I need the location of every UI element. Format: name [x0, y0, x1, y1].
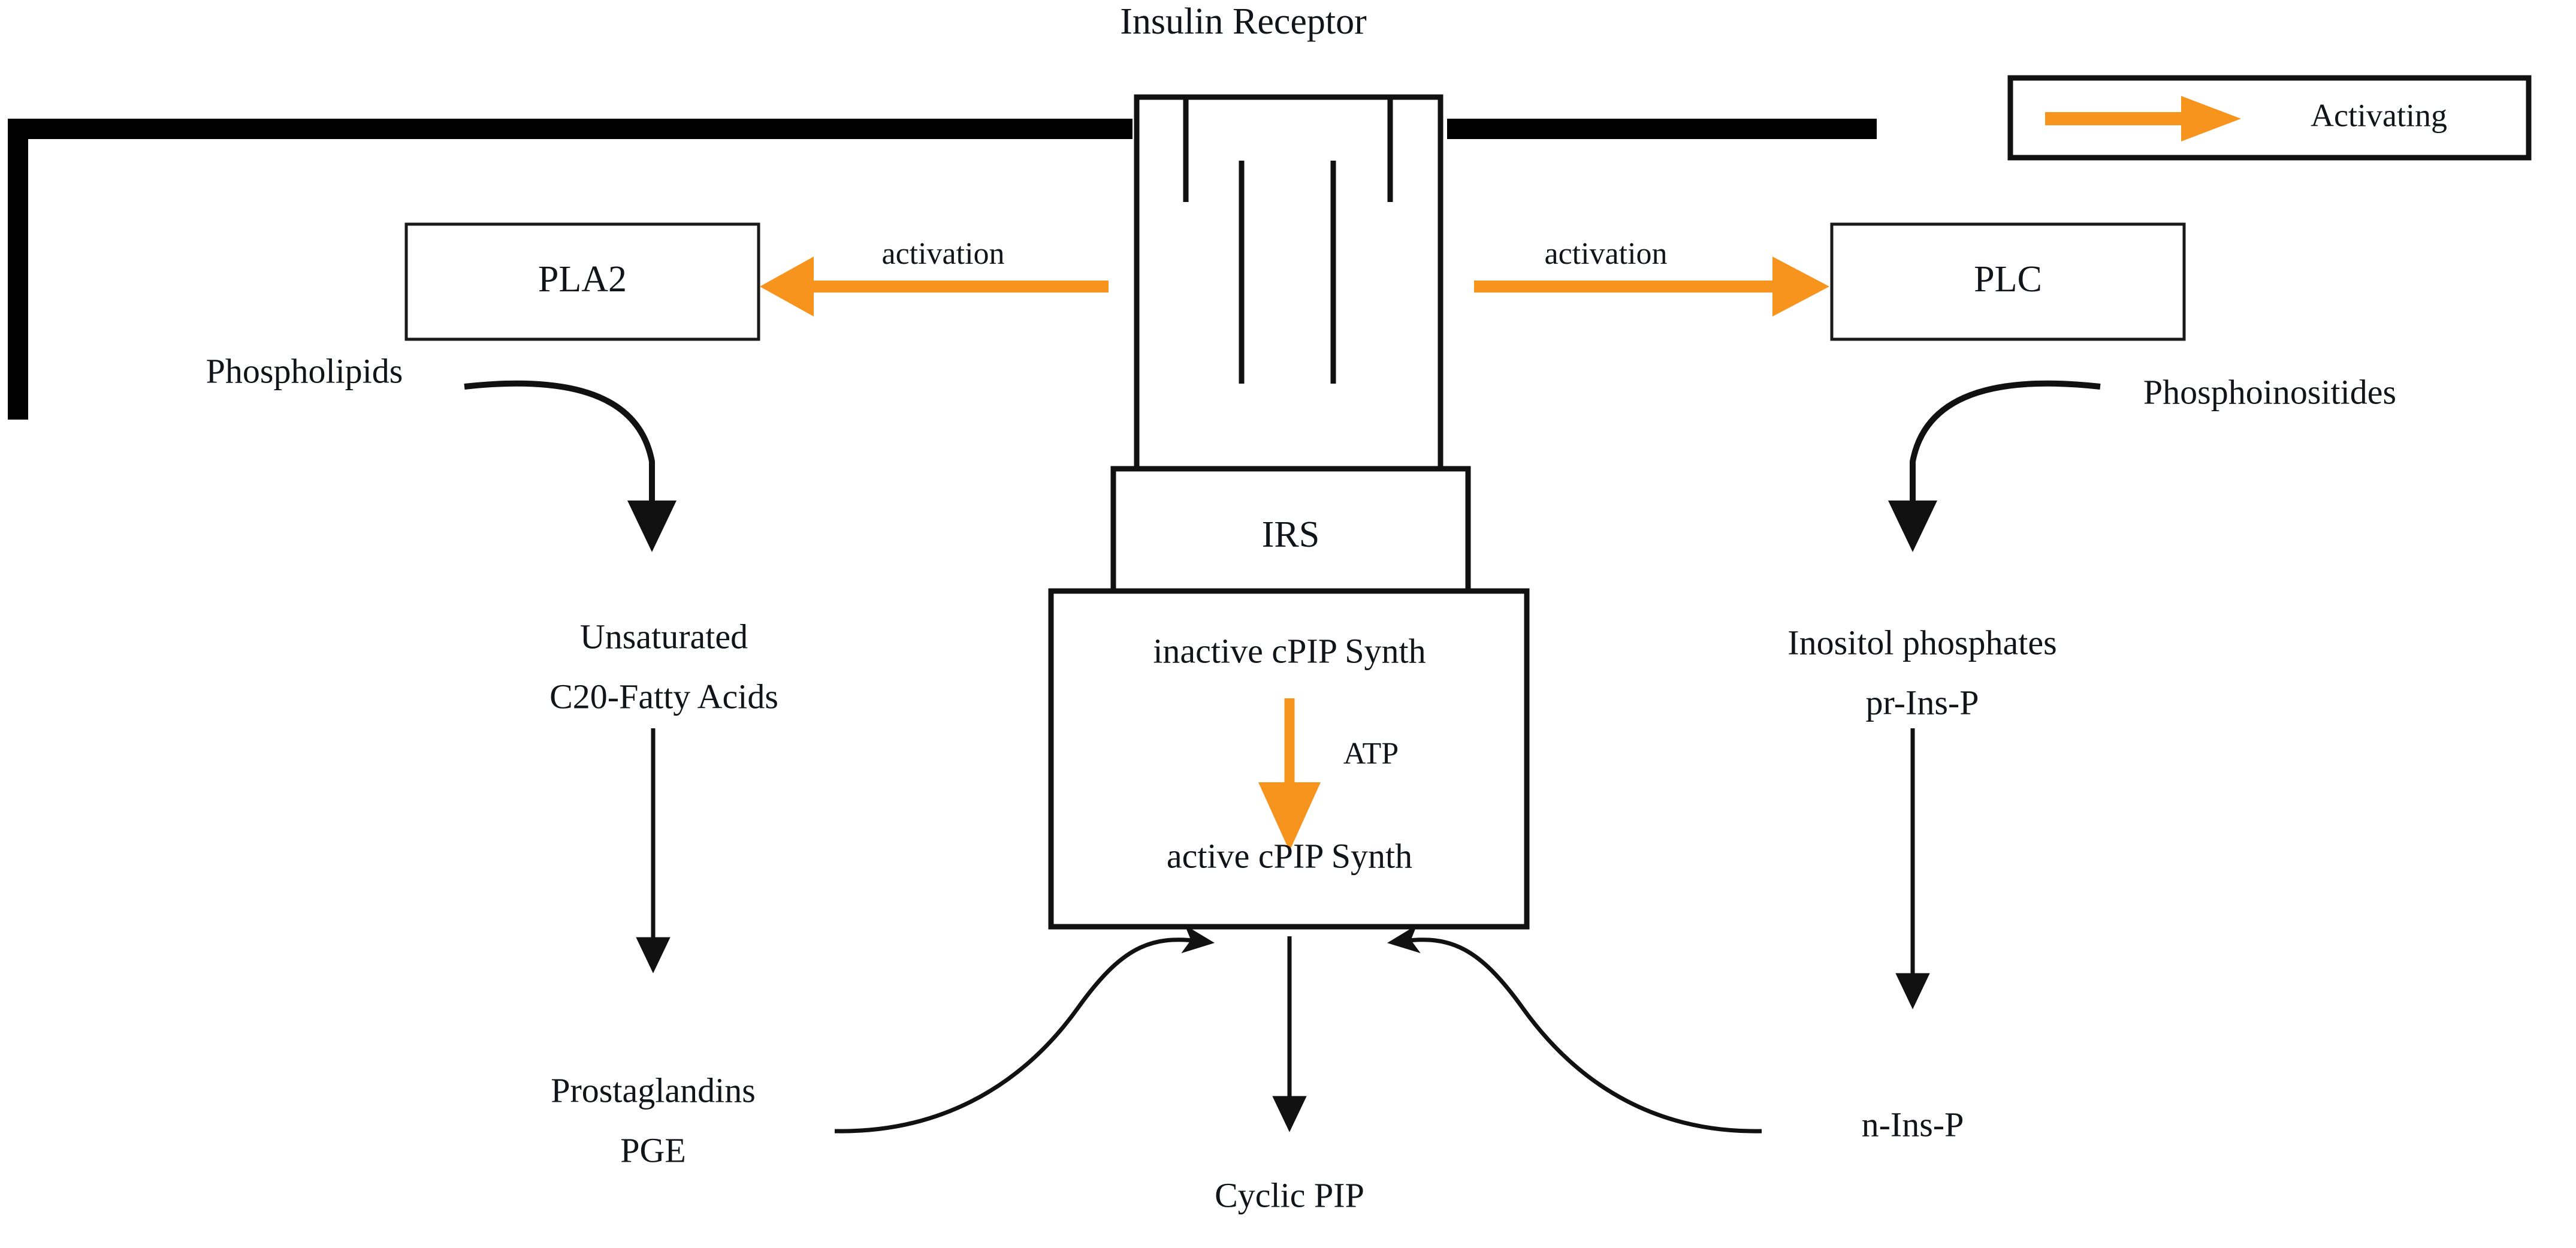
activation-arrow-right-head	[1772, 257, 1829, 316]
legend-arrow-head	[2181, 96, 2241, 141]
plc-label: PLC	[1974, 259, 2042, 300]
activation-label-right: activation	[1544, 237, 1667, 271]
prostaglandins-label-line1: Prostaglandins	[551, 1071, 756, 1110]
plasma-membrane	[8, 119, 1133, 420]
phosphoinositides-label: Phosphoinositides	[2143, 372, 2396, 411]
inositol-phosphates-label-line2: pr-Ins-P	[1866, 683, 1979, 722]
nInsP-feedback-arrow	[1387, 924, 1762, 1134]
inositol-phosphates-label-line1: Inositol phosphates	[1787, 623, 2056, 662]
phosphoinositides-arrow	[1888, 380, 2101, 552]
insulin-receptor-body	[1134, 94, 1443, 496]
pla2-box	[404, 222, 760, 341]
plc-box	[1830, 222, 2186, 341]
cyclic-pip-label: Cyclic PIP	[1215, 1175, 1364, 1214]
irs-label: IRS	[1262, 514, 1319, 555]
pla2-label: PLA2	[538, 259, 627, 300]
legend-label: Activating	[2311, 97, 2447, 133]
atp-arrow-head	[1258, 782, 1321, 851]
prostaglandins-feedback-arrow	[834, 924, 1215, 1134]
page-title: Insulin Receptor	[1120, 1, 1367, 42]
active-cpip-synth-label: active cPIP Synth	[1167, 836, 1412, 875]
unsaturated-label-line1: Unsaturated	[580, 617, 748, 656]
activation-arrow-left-head	[760, 257, 814, 316]
phospholipids-arrow	[464, 380, 677, 552]
unsaturated-label-line2: C20-Fatty Acids	[549, 677, 778, 716]
activation-label-left: activation	[881, 237, 1004, 271]
atp-label: ATP	[1343, 737, 1399, 771]
prostaglandins-label-line2: PGE	[620, 1131, 686, 1169]
n-ins-p-label: n-Ins-P	[1862, 1105, 1964, 1144]
phospholipids-label: Phospholipids	[206, 351, 403, 390]
inactive-cpip-synth-label: inactive cPIP Synth	[1153, 631, 1426, 670]
